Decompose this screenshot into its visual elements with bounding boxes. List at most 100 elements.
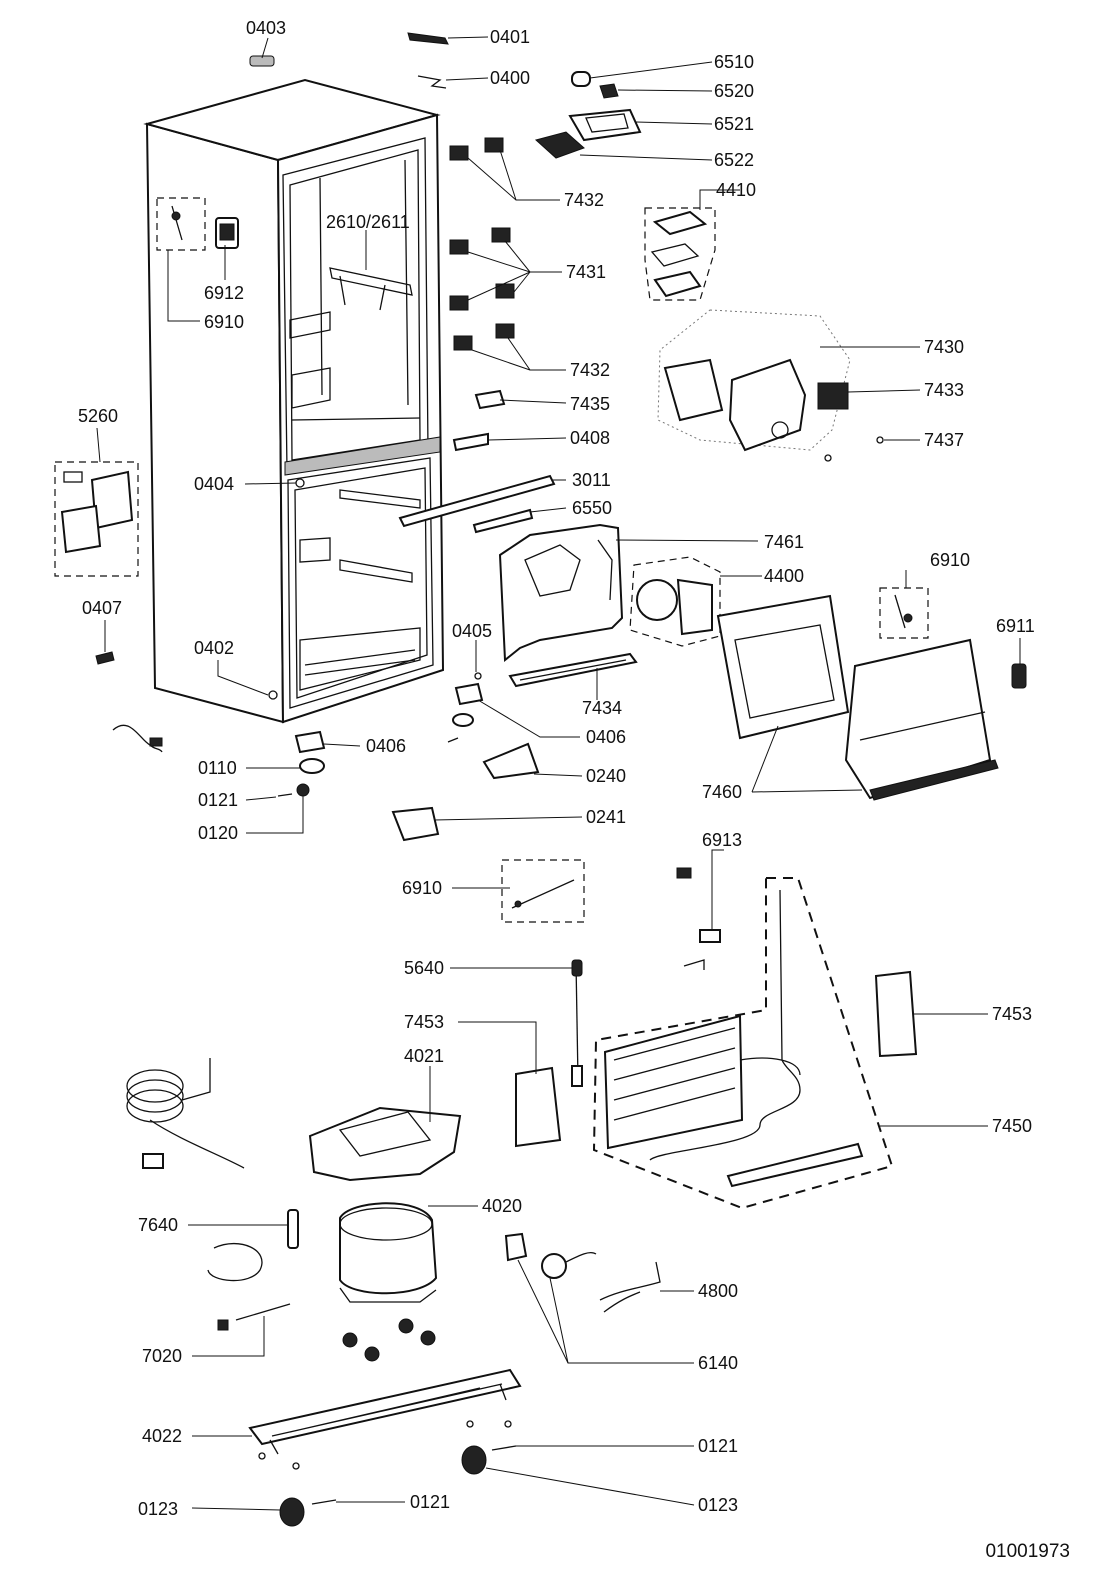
hinge-0401 — [407, 32, 449, 45]
part-label: 6911 — [996, 616, 1035, 636]
part-label: 7461 — [764, 532, 804, 552]
part-label: 4022 — [142, 1426, 182, 1446]
wheels-0123 — [279, 1445, 487, 1527]
part-label: 0240 — [586, 766, 626, 786]
hinge-pin-0400 — [417, 75, 447, 89]
trim-6550 — [472, 508, 534, 534]
thermostat-6910-middle — [501, 859, 585, 923]
part-label: 0110 — [198, 758, 237, 778]
thermistor-5640 — [571, 959, 583, 1087]
part-label: 0407 — [82, 598, 122, 618]
hinge-cover-0403 — [249, 55, 275, 67]
air-duct-7461 — [498, 523, 624, 663]
filter-7640 — [207, 1209, 299, 1282]
part-label: 6521 — [714, 114, 754, 134]
part-label: 7453 — [992, 1004, 1032, 1024]
part-label: 4400 — [764, 566, 804, 586]
part-label: 4020 — [482, 1196, 522, 1216]
part-label: 0123 — [698, 1495, 738, 1515]
part-label: 7433 — [924, 380, 964, 400]
part-label: 4021 — [404, 1046, 444, 1066]
part-label: 6912 — [204, 283, 244, 303]
part-label: 0121 — [698, 1436, 738, 1456]
part-label: 0402 — [194, 638, 234, 658]
sensor-6911 — [1011, 663, 1027, 689]
part-label: 0123 — [138, 1499, 178, 1519]
cable-4800 — [599, 1261, 661, 1313]
part-label: 7435 — [570, 394, 610, 414]
part-label: 7020 — [142, 1346, 182, 1366]
trim-3011 — [398, 474, 556, 528]
foot-0110 — [299, 713, 474, 774]
cabinet — [143, 78, 445, 724]
cable-left — [112, 724, 163, 753]
lamp-6510 — [571, 71, 591, 87]
part-label: 0406 — [586, 727, 626, 747]
base-plate-4022 — [248, 1368, 522, 1455]
part-label: 6550 — [572, 498, 612, 518]
part-label: 6910 — [204, 312, 244, 332]
screw-0402 — [268, 690, 278, 700]
part-label: 0121 — [198, 790, 238, 810]
part-label: 6140 — [698, 1353, 738, 1373]
screws-0121-bottom — [258, 1420, 517, 1505]
document-number: 01001973 — [985, 1541, 1070, 1562]
part-label: 7640 — [138, 1215, 178, 1235]
part-label: 7450 — [992, 1116, 1032, 1136]
part-label: 0404 — [194, 474, 234, 494]
grille-7434 — [508, 652, 638, 688]
leader-lines — [96, 36, 1021, 1511]
spacer-pads — [449, 137, 515, 351]
fan-box-7430 — [657, 309, 851, 452]
fan-assembly-4410 — [644, 207, 716, 301]
part-label: 6913 — [702, 830, 742, 850]
compressor-4020 — [339, 1202, 438, 1303]
bracket-0240 — [482, 742, 540, 780]
part-label: 6510 — [714, 52, 754, 72]
grommets-7020 — [217, 1303, 436, 1362]
part-label: 0400 — [490, 68, 530, 88]
part-label: 6910 — [402, 878, 442, 898]
hinge-bracket-0406 — [294, 682, 484, 754]
part-label: 4410 — [716, 180, 756, 200]
part-label: 6520 — [714, 81, 754, 101]
back-panel-7460 — [716, 594, 999, 801]
cap-0120 — [296, 783, 310, 797]
control-unit-5260 — [54, 461, 139, 577]
foot-0407 — [95, 651, 115, 665]
bracket-7453-left — [515, 1066, 562, 1148]
capillary-coil — [126, 1058, 245, 1169]
part-label: 4800 — [698, 1281, 738, 1301]
part-label: 5260 — [78, 406, 118, 426]
part-label: 0120 — [198, 823, 238, 843]
bracket-0241 — [391, 806, 440, 842]
thermostat-6910-right — [879, 587, 929, 639]
part-label: 3011 — [572, 470, 611, 490]
part-label: 6910 — [930, 550, 970, 570]
part-label: 7437 — [924, 430, 964, 450]
part-label: 0241 — [586, 807, 626, 827]
part-label: 7431 — [566, 262, 606, 282]
relay-6140 — [504, 1232, 597, 1279]
lamp-cover-6521 — [568, 108, 642, 142]
part-label: 0401 — [490, 27, 530, 47]
knob-6912 — [215, 217, 239, 249]
lamp-shade-6522 — [534, 131, 585, 159]
bracket-7453-right — [874, 970, 918, 1058]
hinge-0408 — [452, 432, 489, 452]
part-label: 7430 — [924, 337, 964, 357]
part-label: 0403 — [246, 18, 286, 38]
clip-7435 — [474, 389, 506, 410]
thermostat-6910-left — [156, 197, 206, 251]
condenser-7450 — [592, 877, 894, 1210]
screw-0121-top — [277, 737, 459, 797]
fan-4400 — [629, 556, 721, 647]
screw-0405 — [474, 672, 482, 680]
part-label: 6522 — [714, 150, 754, 170]
lamp-holder-6520 — [599, 83, 619, 99]
part-label: 0406 — [366, 736, 406, 756]
tray-4021 — [308, 1106, 462, 1182]
sensor-6913 — [676, 867, 721, 970]
part-label: 0408 — [570, 428, 610, 448]
